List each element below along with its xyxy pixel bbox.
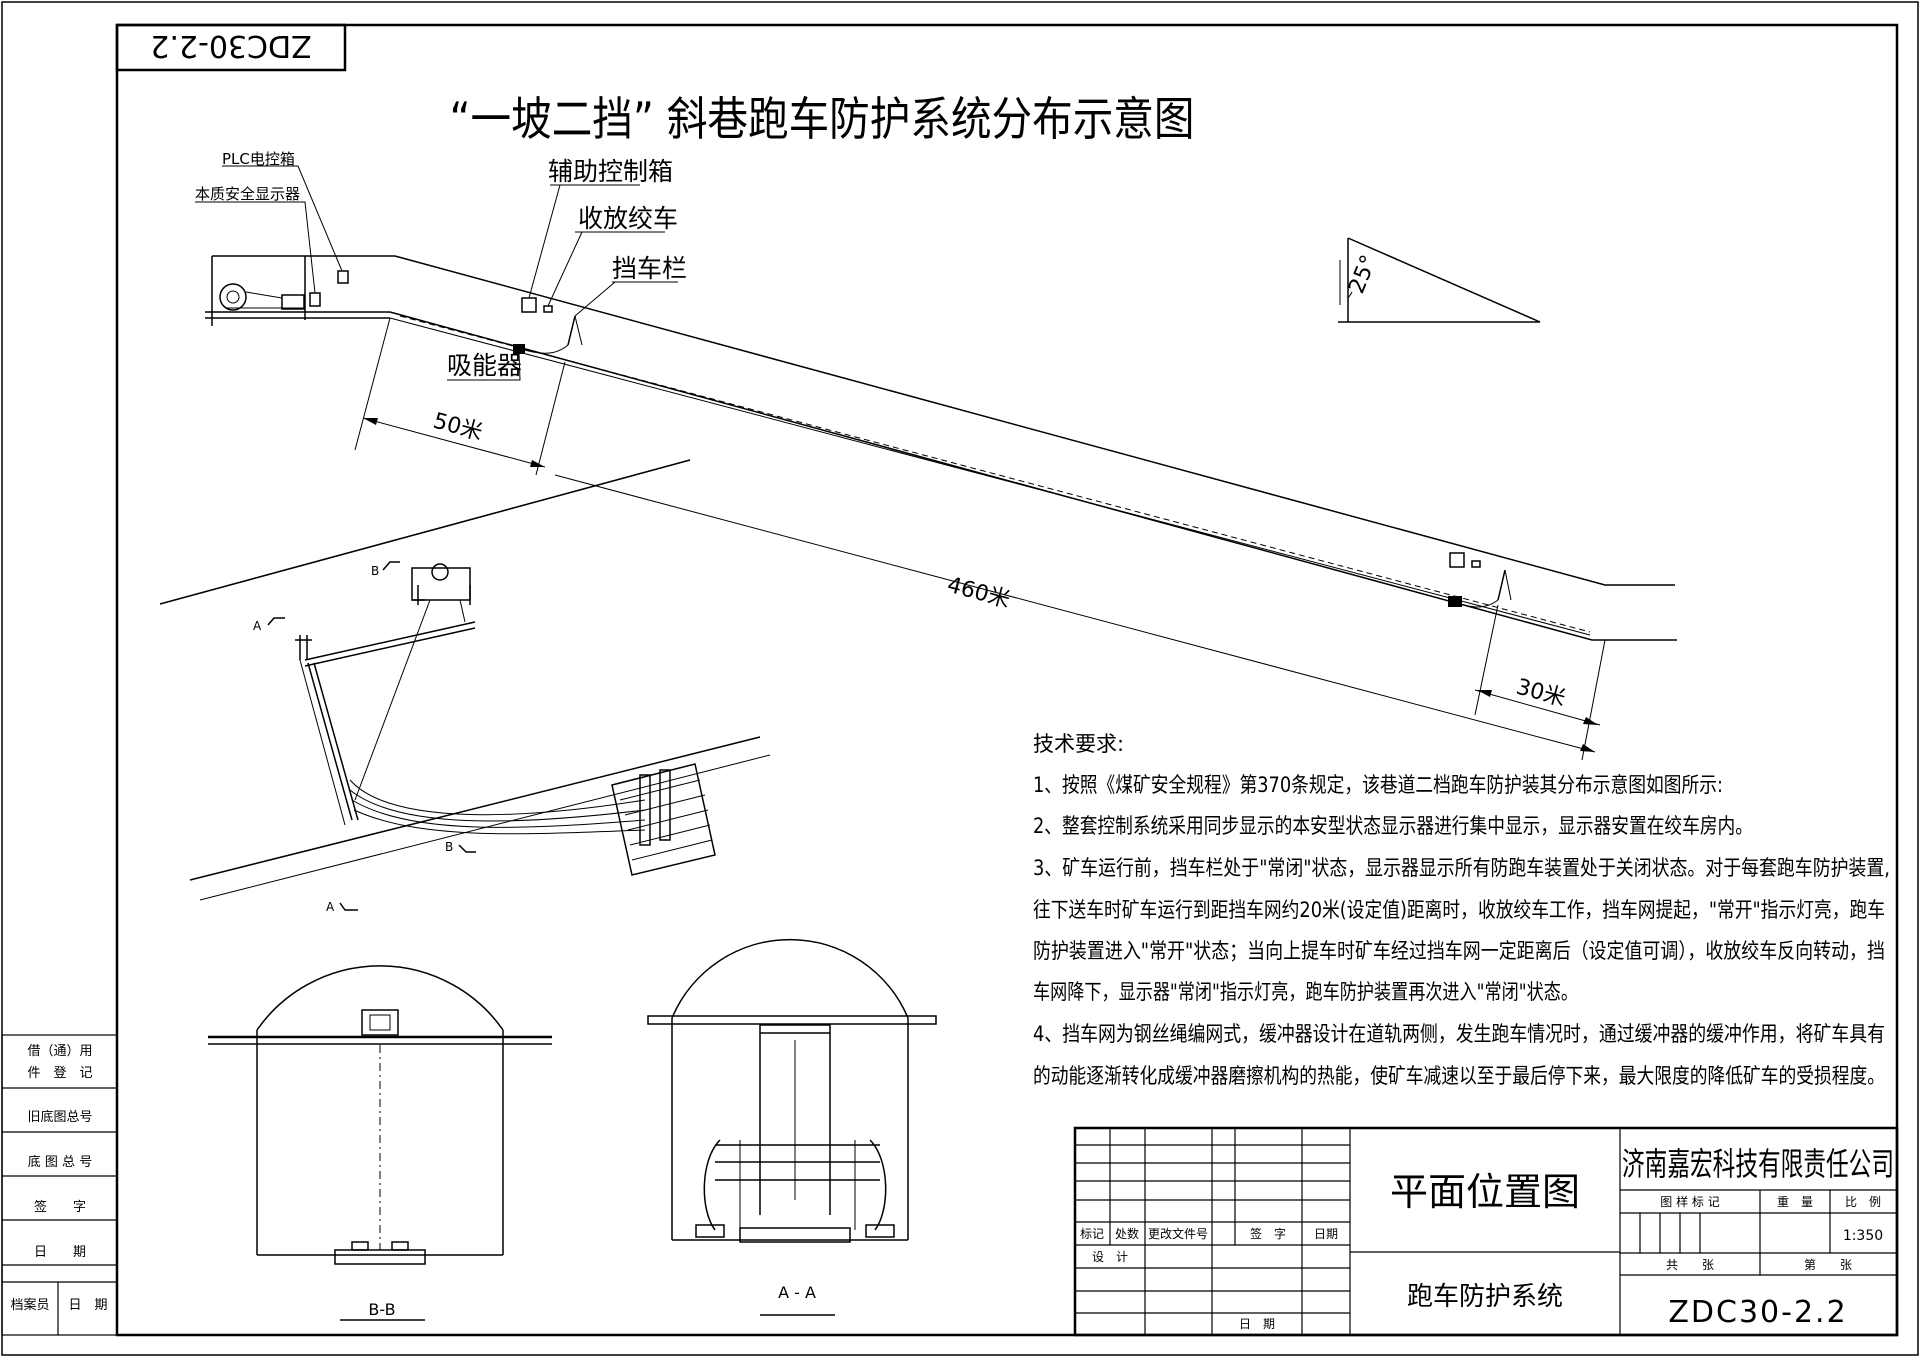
note-line-6: 车网降下，显示器"常闭"指示灯亮，跑车防护装置再次进入"常闭"状态。 — [1033, 980, 1578, 1004]
tb-signature: 签 字 — [1250, 1226, 1286, 1241]
label-dim-30: 30米 — [1513, 675, 1568, 712]
note-line-4: 往下送车时矿车运行到距挡车网约20米(设定值)距离时，收放绞车工作，挡车网提起，… — [1033, 898, 1885, 922]
section-mark-b-bottom: B — [445, 840, 453, 854]
safety-display-icon — [309, 292, 321, 307]
note-line-5: 防护装置进入"常开"状态；当向上提车时矿车经过挡车网一定距离后（设定值可调），收… — [1033, 939, 1885, 963]
side-row4: 签 字 — [34, 1199, 86, 1215]
tb-change-doc: 更改文件号 — [1148, 1226, 1208, 1241]
tb-sample-mark: 图 样 标 记 — [1660, 1194, 1719, 1209]
tb-scale: 1:350 — [1843, 1228, 1883, 1244]
side-row5: 日 期 — [34, 1245, 86, 1260]
note-line-1: 1、按照《煤矿安全规程》第370条规定，该巷道二档跑车防护装其分布示意图如图所示… — [1033, 773, 1723, 797]
side-registration-table: 借（通）用 件 登 记 旧底图总号 底 图 总 号 签 字 日 期 档案员 日 … — [1, 1034, 118, 1336]
tb-drawing-name: 平面位置图 — [1390, 1170, 1580, 1214]
label-winch: 收放绞车 — [578, 204, 678, 233]
note-line-7: 4、挡车网为钢丝绳编网式，缓冲器设计在道轨两侧，发生跑车情况时，通过缓冲器的缓冲… — [1033, 1022, 1885, 1046]
side-row6b: 日 期 — [68, 1298, 107, 1313]
note-line-3: 3、矿车运行前，挡车栏处于"常闭"状态，显示器显示所有防跑车装置处于关闭状态。对… — [1033, 856, 1890, 880]
dimension-460m: 460米 — [554, 474, 1606, 761]
note-line-8: 的动能逐渐转化成缓冲器磨擦机构的热能，使矿车减速以至于最后停下来，最大限度的降低… — [1033, 1064, 1885, 1088]
section-aa: A - A — [647, 938, 937, 1316]
label-absorber: 吸能器 — [447, 351, 522, 380]
tb-mark: 标记 — [1080, 1227, 1104, 1241]
tb-date2: 日 期 — [1239, 1317, 1275, 1331]
dimension-50m: 50米 — [354, 317, 566, 476]
label-safety-display: 本质安全显示器 — [195, 185, 300, 203]
side-row3: 底 图 总 号 — [28, 1154, 92, 1170]
mirrored-drawing-number: ZDC30-2.2 — [150, 28, 311, 63]
inner-frame — [115, 23, 1899, 1337]
section-aa-title: A - A — [778, 1283, 816, 1302]
absorber-icon — [513, 344, 525, 354]
detail-plan-view: B A B A — [159, 459, 771, 914]
callouts: PLC电控箱 本质安全显示器 辅助控制箱 收放绞车 挡车栏 吸能器 — [195, 150, 687, 381]
notes-heading: 技术要求: — [1033, 732, 1124, 756]
slope-angle-indicator: 25° — [1338, 237, 1541, 323]
technical-notes: 技术要求: 1、按照《煤矿安全规程》第370条规定，该巷道二档跑车防护装其分布示… — [1033, 732, 1890, 1088]
tb-weight: 重 量 — [1777, 1195, 1813, 1209]
label-dim-460: 460米 — [944, 573, 1012, 614]
section-mark-a-top: A — [253, 619, 262, 633]
label-dim-50: 50米 — [430, 409, 485, 446]
absorber-lower-icon — [1448, 596, 1462, 607]
label-aux-control-box: 辅助控制箱 — [548, 157, 673, 186]
section-mark-a-bottom: A — [326, 900, 335, 914]
label-plc-box: PLC电控箱 — [222, 150, 295, 168]
plc-box-icon — [337, 270, 349, 284]
dimension-30m: 30米 — [1474, 604, 1601, 726]
aux-control-box-lower-icon — [1449, 552, 1465, 568]
side-row1a: 借（通）用 — [27, 1044, 92, 1059]
tb-system-name: 跑车防护系统 — [1407, 1282, 1563, 1312]
section-bb: B-B — [208, 965, 552, 1321]
note-line-2: 2、整套控制系统采用同步显示的本安型状态显示器进行集中显示，显示器安置在绞车房内… — [1033, 814, 1753, 838]
section-mark-b-top: B — [371, 564, 379, 578]
incline-roadway — [205, 255, 1677, 641]
tb-company: 济南嘉宏科技有限责任公司 — [1622, 1145, 1894, 1183]
mirrored-number-box: ZDC30-2.2 — [115, 23, 347, 72]
tb-date: 日期 — [1314, 1227, 1338, 1241]
side-row1b: 件 登 记 — [27, 1066, 92, 1081]
winch-drum-icon — [219, 283, 247, 311]
tb-scale-label: 比 例 — [1845, 1195, 1881, 1209]
motor-box-icon — [281, 294, 305, 310]
tb-sheet-no: 第 张 — [1804, 1258, 1852, 1272]
tb-total-sheets: 共 张 — [1666, 1258, 1714, 1272]
side-row2: 旧底图总号 — [27, 1109, 92, 1125]
side-row6a: 档案员 — [10, 1298, 49, 1313]
section-bb-title: B-B — [368, 1300, 395, 1319]
label-car-barrier: 挡车栏 — [612, 254, 687, 283]
tb-count: 处数 — [1115, 1226, 1139, 1241]
aux-control-box-icon — [521, 297, 537, 313]
drawing-title: “一坡二挡” 斜巷跑车防护系统分布示意图 — [450, 92, 1195, 146]
tb-design: 设 计 — [1092, 1250, 1128, 1264]
label-angle: 25° — [1344, 252, 1382, 298]
tb-drawing-no: ZDC30-2.2 — [1668, 1295, 1847, 1330]
title-block: 标记 处数 更改文件号 签 字 日期 设 计 日 期 平面位置图 跑车防护系统 … — [1073, 1126, 1899, 1337]
anchor-block — [611, 763, 716, 876]
